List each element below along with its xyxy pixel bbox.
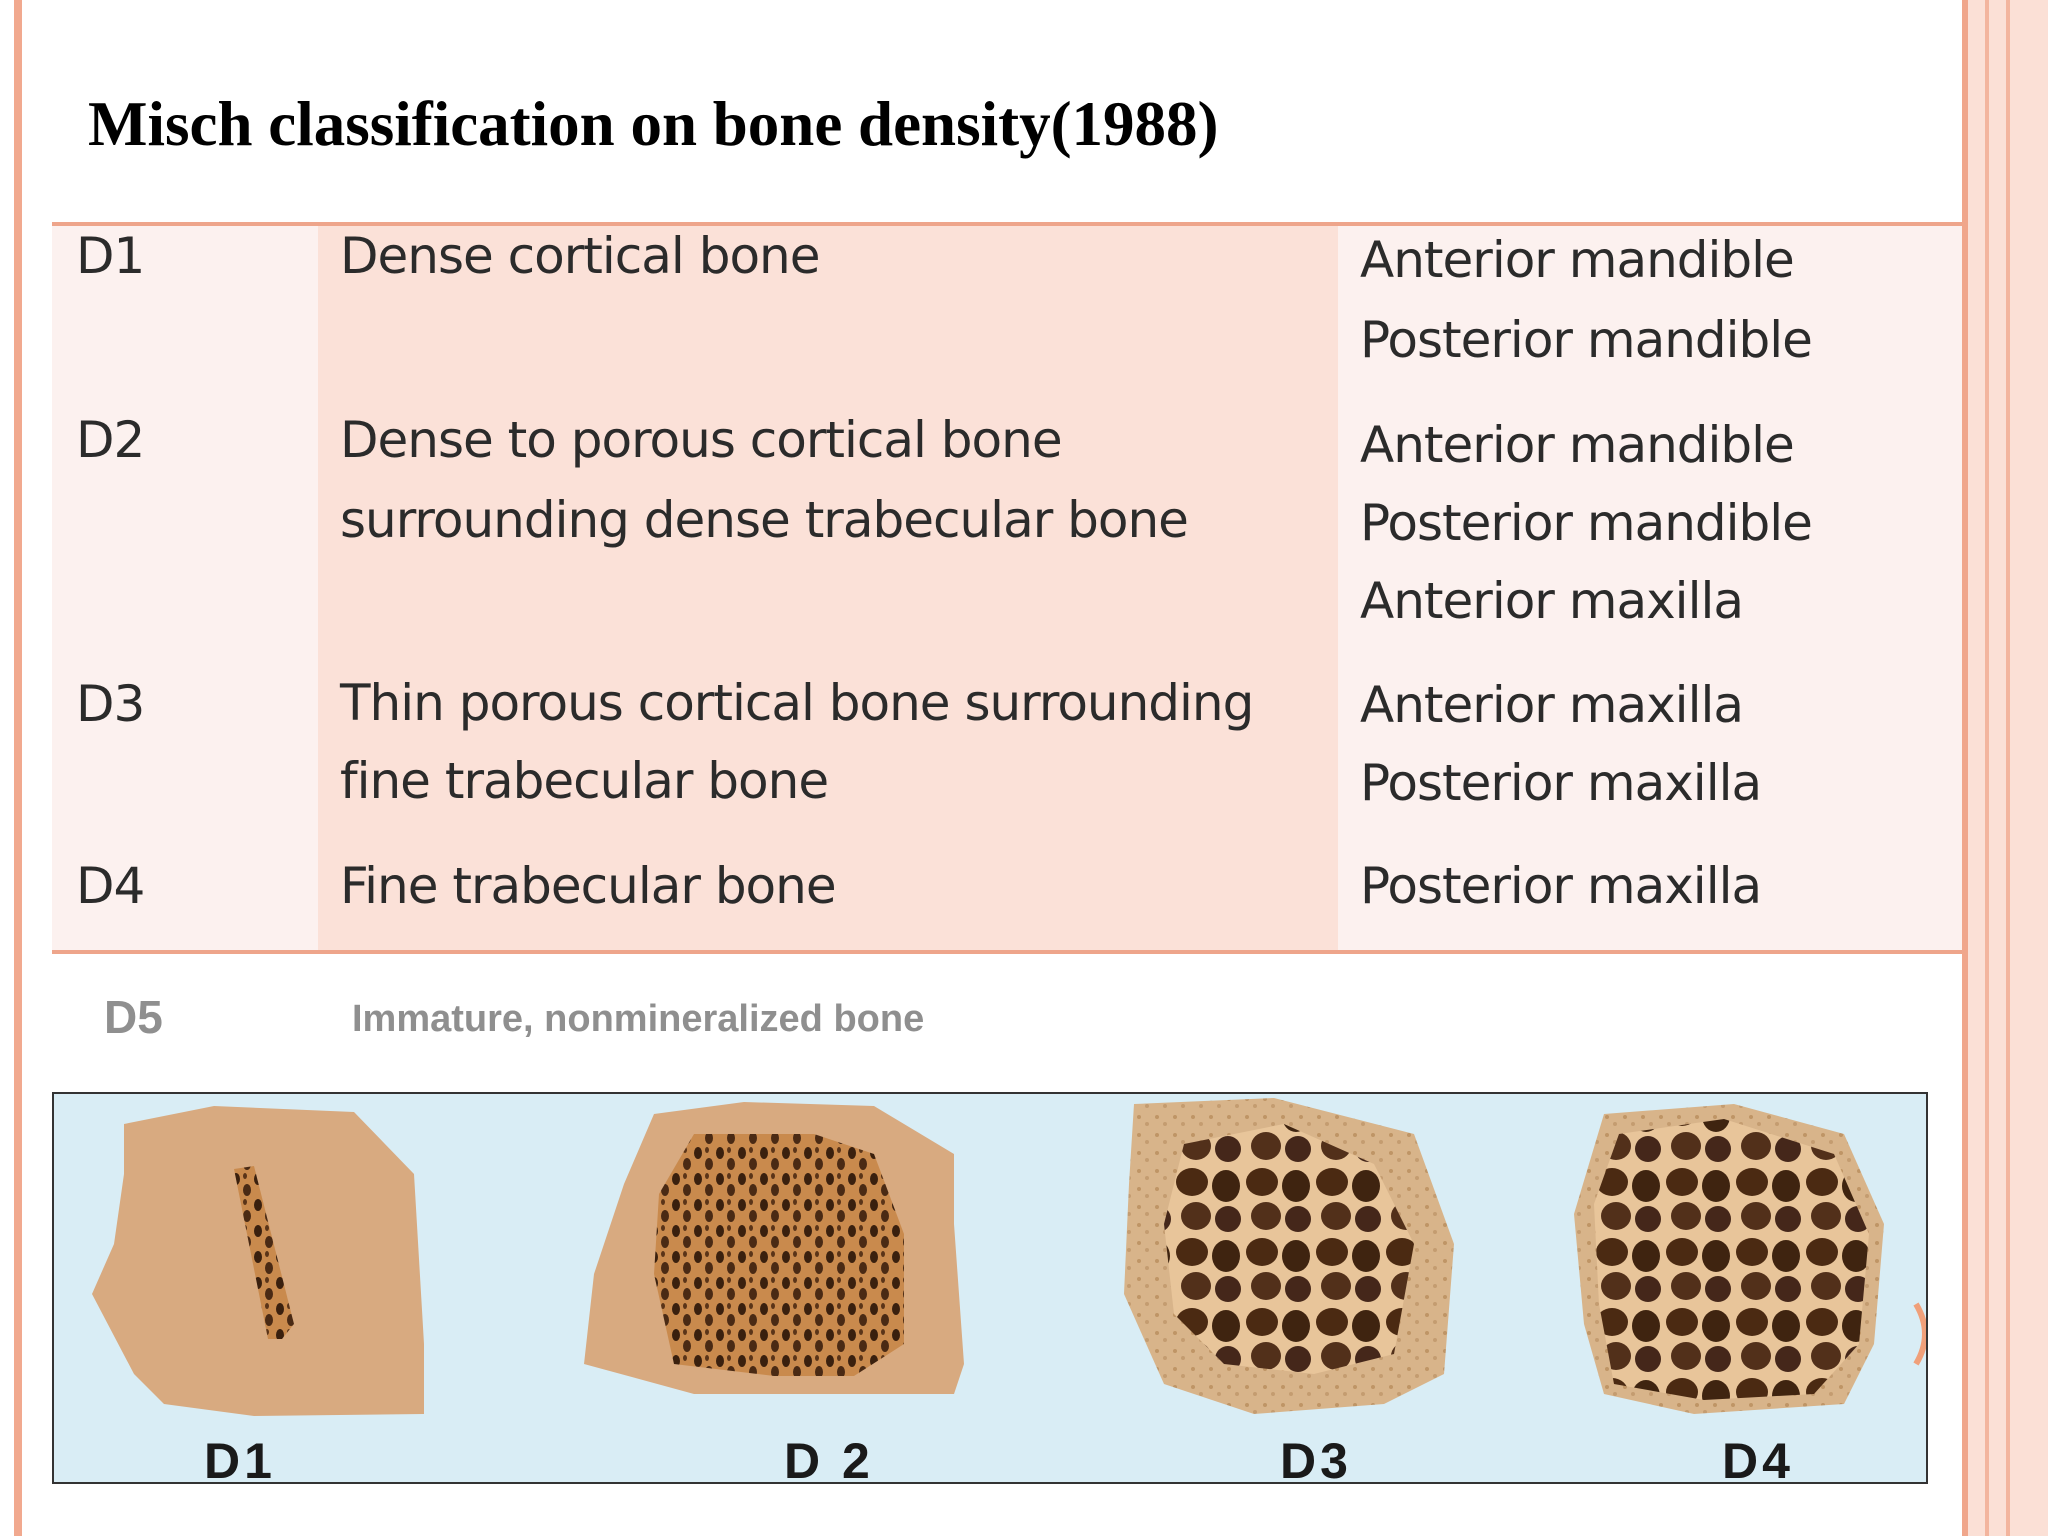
description-cell: Fine trabecular bone <box>340 846 837 926</box>
d4-trabecular-core <box>1594 1119 1869 1400</box>
description-line: Thin porous cortical bone surrounding <box>340 674 1254 732</box>
location-cell: Anterior mandible Posterior mandible Ant… <box>1360 406 1813 640</box>
location-line: Anterior maxilla <box>1360 676 1744 734</box>
location-cell: Anterior maxilla Posterior maxilla <box>1360 666 1762 822</box>
left-decorative-border <box>14 0 22 1536</box>
description-cell: Thin porous cortical bone surrounding fi… <box>340 664 1254 820</box>
bone-samples-drawing <box>92 1098 1926 1416</box>
description-line: Fine trabecular bone <box>340 857 837 915</box>
right-decorative-line <box>1985 0 1989 1536</box>
location-line: Posterior maxilla <box>1360 857 1762 915</box>
d2-trabecular-core <box>654 1134 904 1376</box>
class-cell: D1 <box>76 227 145 285</box>
d5-description: Immature, nonmineralized bone <box>352 998 925 1040</box>
location-line: Posterior maxilla <box>1360 754 1762 812</box>
bone-density-illustration: D1 D 2 D3 D4 <box>52 1092 1928 1484</box>
description-line: Dense cortical bone <box>340 227 820 285</box>
class-cell: D4 <box>76 857 145 915</box>
description-column <box>318 226 1338 950</box>
description-line: fine trabecular bone <box>340 752 829 810</box>
figure-label: D1 <box>204 1433 276 1484</box>
right-decorative-line <box>2006 0 2010 1536</box>
location-line: Posterior mandible <box>1360 311 1813 369</box>
description-cell: Dense to porous cortical bone surroundin… <box>340 400 1189 560</box>
description-cell: Dense cortical bone <box>340 216 820 296</box>
description-line: surrounding dense trabecular bone <box>340 491 1189 549</box>
figure-label: D 2 <box>784 1433 874 1484</box>
figure-label: D3 <box>1280 1433 1352 1484</box>
d1-trabecular-strip <box>234 1166 294 1339</box>
class-cell: D3 <box>76 675 145 733</box>
description-line: Dense to porous cortical bone <box>340 411 1063 469</box>
location-line: Anterior mandible <box>1360 231 1795 289</box>
location-line: Anterior mandible <box>1360 416 1795 474</box>
class-cell: D2 <box>76 411 145 469</box>
location-cell: Anterior mandible Posterior mandible <box>1360 220 1813 380</box>
d3-trabecular-core <box>1164 1124 1414 1374</box>
decorative-arc <box>1913 1302 1926 1366</box>
location-column <box>1338 226 1962 950</box>
figure-label: D4 <box>1722 1433 1794 1484</box>
class-column <box>52 226 318 950</box>
location-line: Posterior mandible <box>1360 494 1813 552</box>
location-cell: Posterior maxilla <box>1360 846 1762 926</box>
d5-class-label: D5 <box>104 991 163 1043</box>
slide-title: Misch classification on bone density(198… <box>88 89 1219 159</box>
classification-table: D1 Dense cortical bone Anterior mandible… <box>52 222 1962 954</box>
right-decorative-panel <box>1962 0 2048 1536</box>
right-decorative-line <box>1962 0 1968 1536</box>
location-line: Anterior maxilla <box>1360 572 1744 630</box>
